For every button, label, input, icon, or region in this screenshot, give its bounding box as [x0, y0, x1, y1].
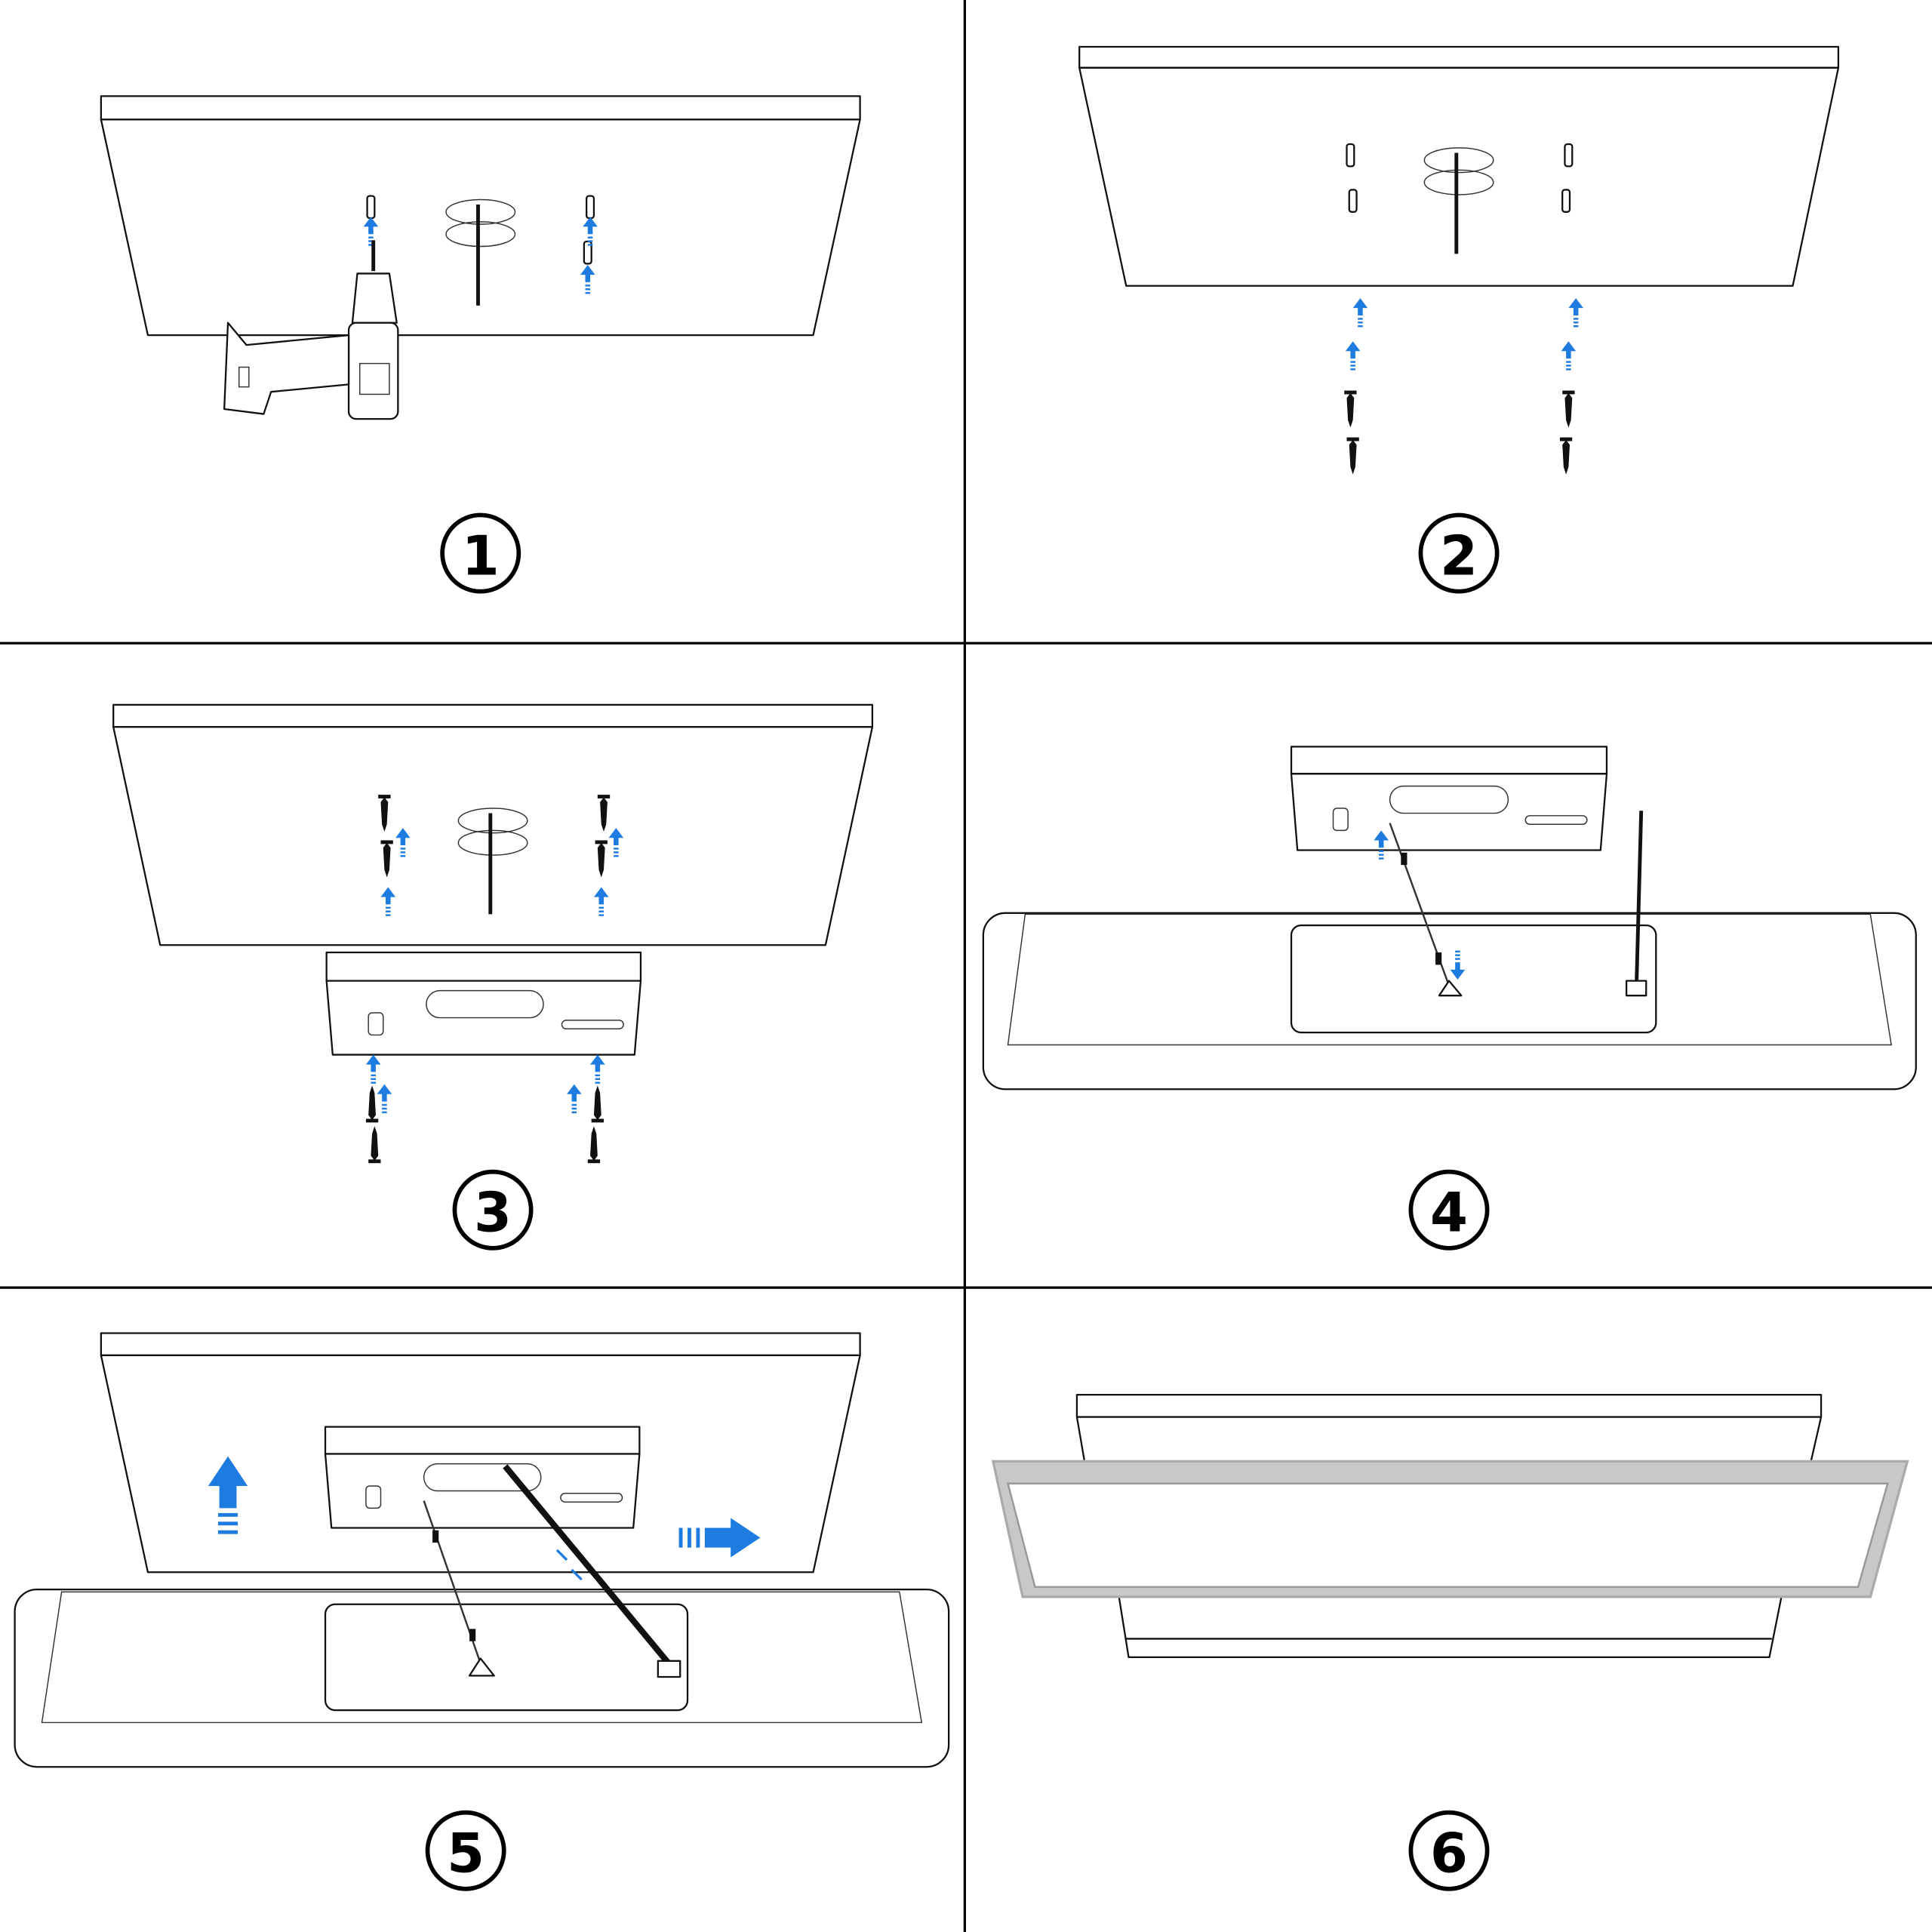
step-number: 1 [462, 524, 500, 587]
drill-icon [223, 240, 399, 420]
step-3-panel: 3 [112, 703, 874, 1251]
screw-icon [368, 1126, 381, 1164]
step-6-panel: 6 [991, 1394, 1909, 1891]
diagonal-arrow-icon [555, 1549, 583, 1581]
terminal-block-icon [657, 1660, 681, 1678]
terminal-block-icon [1625, 980, 1647, 997]
drill-hole-icon [366, 195, 376, 220]
screw-icon [587, 1126, 601, 1164]
wall-plug-icon [1344, 390, 1357, 428]
drill-hole-icon [1564, 143, 1574, 168]
power-wire-icon [503, 1464, 675, 1671]
arrow-up-icon [590, 1054, 605, 1084]
arrow-up-icon [1568, 298, 1583, 328]
mounting-bracket [324, 1426, 641, 1529]
step-number: 4 [1430, 1181, 1468, 1244]
ceiling [100, 95, 861, 337]
step-number: 2 [1440, 524, 1478, 587]
step-number-badge [1418, 512, 1500, 594]
arrow-up-icon [1345, 341, 1361, 371]
arrow-up-icon [1561, 341, 1577, 371]
step-number: 5 [447, 1822, 485, 1885]
step-number: 6 [1430, 1822, 1468, 1885]
ceiling [1078, 45, 1840, 287]
step-number-badge [1408, 1169, 1490, 1251]
ceiling [112, 703, 874, 946]
step-1-panel: 1 [100, 95, 861, 594]
drill-hole-icon [1346, 143, 1355, 168]
step-4-panel: 4 [982, 746, 1917, 1251]
light-panel [14, 1588, 950, 1768]
arrow-up-icon [377, 1084, 392, 1114]
safety-cable [1389, 823, 1463, 997]
step-2-panel: 2 [1078, 45, 1840, 594]
slide-right-arrow-icon [678, 1518, 761, 1558]
screw-icon [365, 1085, 379, 1123]
drill-hole-icon [1348, 189, 1358, 213]
step-number-badge [1408, 1810, 1490, 1891]
step-5-panel: 5 [14, 1332, 950, 1891]
safety-cable [423, 1500, 495, 1677]
step-number-badge [440, 512, 521, 594]
installed-light-panel [991, 1460, 1909, 1598]
wall-plug-icon [1562, 390, 1575, 428]
power-wire-icon [1634, 811, 1644, 993]
wall-plug-icon [1559, 437, 1573, 475]
drill-hole-icon [1561, 189, 1571, 213]
arrow-up-icon [567, 1084, 582, 1114]
arrow-up-icon [1352, 298, 1368, 328]
lift-up-arrow-icon [208, 1456, 248, 1534]
ceiling [1075, 1394, 1823, 1659]
wall-plug-icon [1346, 437, 1359, 475]
step-number: 3 [474, 1181, 512, 1244]
light-panel [982, 912, 1917, 1091]
step-number-badge [452, 1169, 534, 1251]
mounting-bracket [1290, 746, 1608, 851]
drill-hole-icon [586, 195, 595, 220]
mounting-bracket [325, 951, 642, 1056]
step-number-badge [425, 1810, 506, 1891]
arrow-up-icon [365, 1054, 381, 1084]
screw-icon [591, 1085, 604, 1123]
